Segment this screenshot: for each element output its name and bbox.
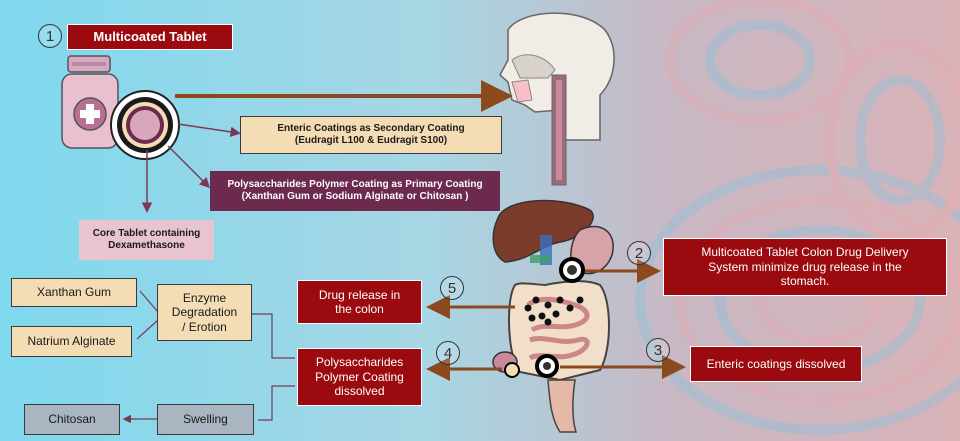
stage2-line3: stomach. [780,274,830,289]
stage3-box: Enteric coatings dissolved [690,346,862,382]
alginate-label: Natrium Alginate [27,334,116,349]
stage5-line2: the colon [335,302,384,316]
stage4-box: Polysaccharides Polymer Coating dissolve… [297,348,422,406]
enteric-line2: (Eudragit L100 & Eudragit S100) [294,135,448,146]
enzyme-line3: / Erotion [182,319,227,334]
stage4-line1: Polysaccharides [315,355,404,370]
stage5-box: Drug release in the colon [297,280,422,324]
title-label: Multicoated Tablet [93,29,207,45]
step-number-2: 2 [627,241,651,265]
polysaccharide-line2: (Xanthan Gum or Sodium Alginate or Chito… [241,191,469,202]
stage4-line3: dissolved [334,384,385,399]
enteric-line1: Enteric Coatings as Secondary Coating [277,123,465,134]
step-number-1: 1 [38,24,62,48]
xanthan-label: Xanthan Gum [36,285,112,300]
stage5-line1: Drug release in [318,287,401,302]
enteric-coating-box: Enteric Coatings as Secondary Coating (E… [240,116,502,154]
digestive-system-icon [492,199,614,433]
stage3-label: Enteric coatings dissolved [706,356,846,371]
swelling-box: Swelling [157,404,254,435]
core-line1: Core Tablet containing [92,228,201,239]
multicoated-tablet-title: Multicoated Tablet [67,24,233,50]
chitosan-label: Chitosan [48,412,96,427]
step-number-3: 3 [646,338,670,362]
xanthan-gum-box: Xanthan Gum [11,278,137,307]
enzyme-degradation-box: Enzyme Degradation / Erotion [157,284,252,341]
pill-bottle-icon [61,55,119,149]
step-number-5: 5 [440,276,464,300]
core-line2: Dexamethasone [108,240,185,251]
step-number-4: 4 [436,341,460,365]
stage2-box: Multicoated Tablet Colon Drug Delivery S… [663,238,947,296]
stage4-line2: Polymer Coating [315,369,404,384]
swelling-label: Swelling [183,412,228,427]
stage2-line1: Multicoated Tablet Colon Drug Delivery [701,245,909,260]
polysaccharide-line1: Polysaccharides Polymer Coating as Prima… [227,179,483,190]
chitosan-box: Chitosan [24,404,120,435]
tablet-travel-icons [504,257,585,378]
natrium-alginate-box: Natrium Alginate [11,326,132,357]
stage2-line2: System minimize drug release in the [708,259,902,274]
multicoated-tablet-icon [110,90,180,160]
human-head-icon [499,12,615,186]
enzyme-line1: Enzyme [182,290,227,305]
core-tablet-box: Core Tablet containing Dexamethasone [79,220,214,260]
polysaccharide-coating-box: Polysaccharides Polymer Coating as Prima… [210,171,500,211]
enzyme-line2: Degradation [171,305,238,320]
